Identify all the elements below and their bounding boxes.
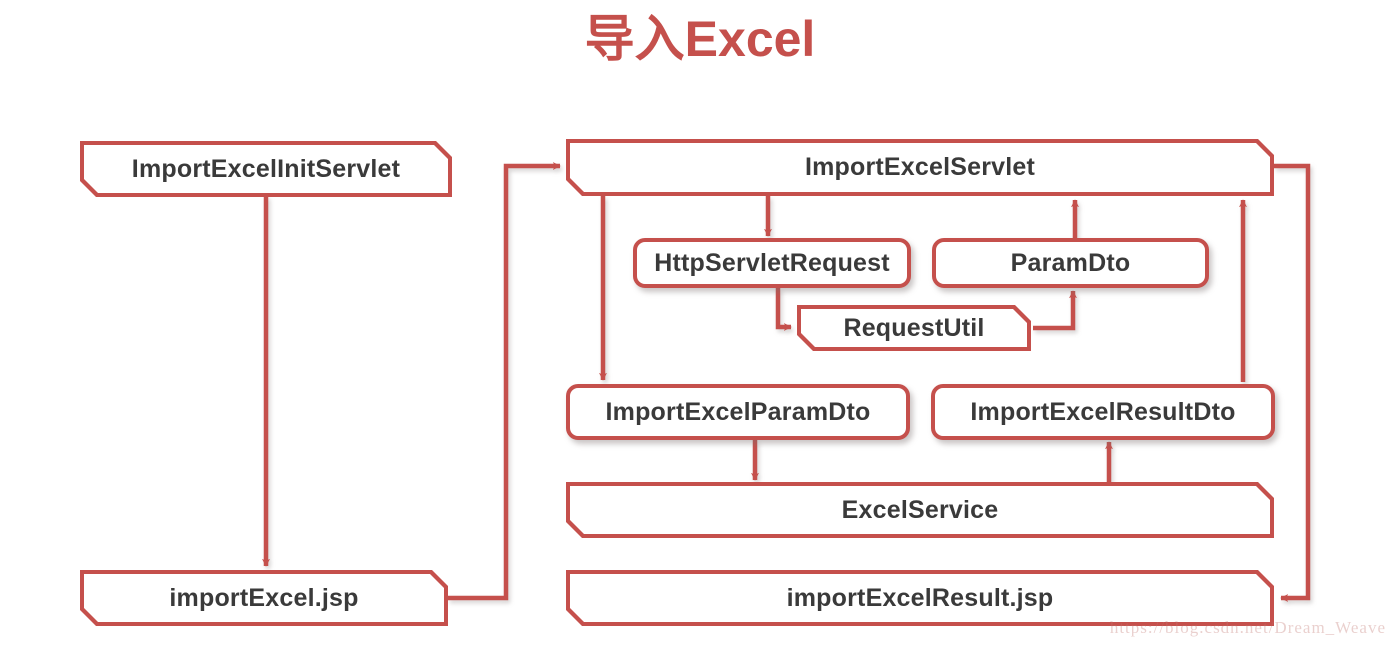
node-excel-service[interactable]: ExcelService bbox=[566, 482, 1274, 538]
node-import-excel-init-servlet[interactable]: ImportExcelInitServlet bbox=[80, 141, 452, 197]
watermark: https://blog.csdn.net/Dream_Weave bbox=[1109, 618, 1386, 637]
node-label: importExcelResult.jsp bbox=[786, 583, 1054, 612]
edge-request-to-util bbox=[775, 288, 792, 331]
edge-jsp-to-servlet bbox=[448, 162, 561, 601]
edge-util-to-paramdto bbox=[1033, 290, 1077, 331]
page-title: 导入Excel bbox=[584, 11, 816, 67]
node-http-servlet-request[interactable]: HttpServletRequest bbox=[633, 238, 911, 288]
node-label: ParamDto bbox=[1010, 248, 1131, 277]
node-label: ExcelService bbox=[841, 495, 999, 524]
node-label: importExcel.jsp bbox=[169, 583, 359, 612]
node-label: ImportExcelServlet bbox=[804, 153, 1036, 181]
node-import-excel-param-dto[interactable]: ImportExcelParamDto bbox=[566, 384, 910, 440]
node-label: ImportExcelParamDto bbox=[605, 397, 871, 426]
node-param-dto[interactable]: ParamDto bbox=[932, 238, 1209, 288]
node-import-excel-servlet[interactable]: ImportExcelServlet bbox=[566, 139, 1274, 196]
node-import-excel-jsp[interactable]: importExcel.jsp bbox=[80, 570, 448, 626]
node-label: RequestUtil bbox=[843, 313, 985, 342]
node-import-excel-result-jsp[interactable]: importExcelResult.jsp bbox=[566, 570, 1274, 626]
node-label: ImportExcelInitServlet bbox=[131, 154, 401, 183]
node-import-excel-result-dto[interactable]: ImportExcelResultDto bbox=[931, 384, 1275, 440]
node-request-util[interactable]: RequestUtil bbox=[797, 305, 1031, 351]
edge-servlet-to-resultjsp bbox=[1274, 163, 1311, 602]
node-label: HttpServletRequest bbox=[654, 248, 890, 277]
node-label: ImportExcelResultDto bbox=[970, 397, 1236, 426]
